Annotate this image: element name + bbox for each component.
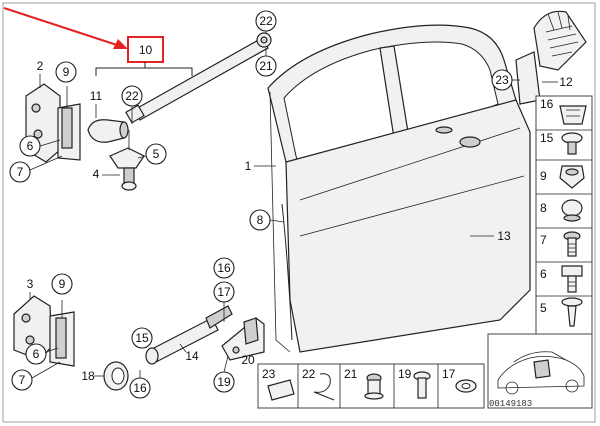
rear-door — [267, 24, 531, 353]
bottom-hinge — [13, 295, 75, 367]
legend-label-6[interactable]: 6 — [540, 267, 547, 281]
callout-19-mid[interactable]: 19 — [217, 375, 231, 389]
legend-label-7[interactable]: 7 — [540, 233, 547, 247]
legend-column: 16 15 9 8 7 6 5 — [535, 95, 593, 335]
callout-5[interactable]: 5 — [153, 147, 160, 161]
diagram-frame — [2, 2, 596, 423]
legend-label-8[interactable]: 8 — [540, 201, 547, 215]
row-label-22[interactable]: 22 — [302, 367, 316, 381]
legend-label-16[interactable]: 16 — [540, 97, 554, 111]
callout-10[interactable]: 10 — [139, 43, 153, 57]
callout-8[interactable]: 8 — [257, 213, 264, 227]
callout-22-top[interactable]: 22 — [259, 14, 273, 28]
car-thumbnail — [487, 333, 593, 409]
callout-20[interactable]: 20 — [241, 353, 255, 367]
callout-17-mid[interactable]: 17 — [217, 285, 231, 299]
callout-21-top-bubble — [255, 55, 277, 77]
reference-code: 00149183 — [489, 399, 532, 409]
callout-4[interactable]: 4 — [93, 167, 100, 181]
bracket-20 — [221, 317, 265, 361]
callout-6-bottom[interactable]: 6 — [33, 347, 40, 361]
trim-clip-23-icon — [267, 379, 295, 401]
spring-clip-22-icon — [313, 373, 335, 401]
legend-row: 23 22 21 19 17 — [257, 363, 485, 409]
gas-strut-14 — [145, 305, 233, 365]
callout-11[interactable]: 11 — [90, 89, 103, 103]
legend-label-5[interactable]: 5 — [540, 301, 547, 315]
ring-18 — [103, 361, 129, 391]
callout-7-bottom[interactable]: 7 — [19, 373, 26, 387]
buffer-boot — [87, 119, 129, 143]
callout-13[interactable]: 13 — [497, 229, 511, 243]
row-label-23[interactable]: 23 — [262, 367, 276, 381]
row-label-21[interactable]: 21 — [344, 367, 358, 381]
callout-14[interactable]: 14 — [185, 349, 199, 363]
callout-2[interactable]: 2 — [37, 59, 44, 73]
row-label-19[interactable]: 19 — [398, 367, 412, 381]
callout-12[interactable]: 12 — [559, 75, 573, 89]
clip-16-icon — [559, 105, 587, 125]
legend-label-9[interactable]: 9 — [540, 169, 547, 183]
callout-1[interactable]: 1 — [245, 159, 252, 173]
screw-5-icon — [561, 297, 583, 307]
bolt-6-icon — [561, 265, 583, 277]
row-label-17[interactable]: 17 — [442, 367, 456, 381]
bracket-10 — [95, 62, 193, 76]
callout-6-top[interactable]: 6 — [27, 139, 34, 153]
highlight-arrow — [3, 7, 128, 49]
door-seal — [281, 203, 293, 341]
callout-23[interactable]: 23 — [495, 73, 509, 87]
callout-16-bottom[interactable]: 16 — [133, 381, 147, 395]
callout-7-top[interactable]: 7 — [17, 165, 24, 179]
callout-3[interactable]: 3 — [27, 277, 34, 291]
callout-18[interactable]: 18 — [81, 369, 95, 383]
callout-21-top[interactable]: 21 — [259, 59, 273, 73]
callout-22-mid[interactable]: 22 — [125, 89, 139, 103]
callout-22-top-bubble — [255, 10, 277, 32]
callout-9-bottom[interactable]: 9 — [59, 277, 66, 291]
legend-label-15[interactable]: 15 — [540, 131, 554, 145]
callout-16-mid[interactable]: 16 — [217, 261, 231, 275]
cap-8-icon — [561, 199, 583, 217]
callout-9-top[interactable]: 9 — [63, 65, 70, 79]
callout-15-bottom[interactable]: 15 — [135, 331, 149, 345]
inset-trim-12 — [533, 10, 587, 71]
holder-4 — [109, 147, 145, 191]
